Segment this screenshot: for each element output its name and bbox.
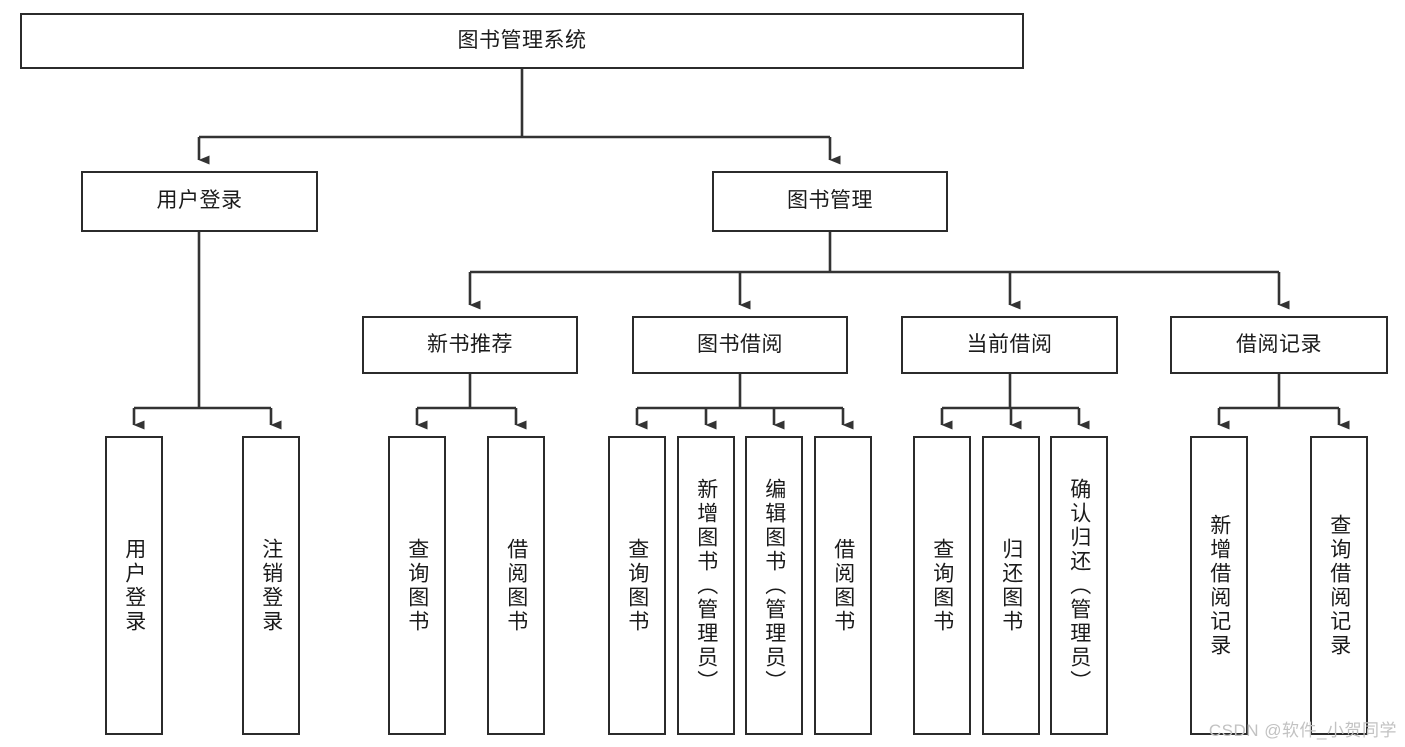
node-leaf-user-login[interactable]: 用户登录 — [105, 436, 163, 735]
node-leaf-add-book-label: 新增图书（管理员） — [694, 477, 718, 694]
node-leaf-borrow-book-label: 借阅图书 — [831, 537, 855, 634]
node-leaf-query-book-cur[interactable]: 查询图书 — [913, 436, 971, 735]
node-current-borrow[interactable]: 当前借阅 — [901, 316, 1118, 374]
csdn-watermark: CSDN @软件_小贺同学 — [1208, 721, 1397, 740]
node-leaf-query-book-cur-label: 查询图书 — [930, 537, 954, 634]
node-leaf-borrow-book-rec-label: 借阅图书 — [504, 537, 528, 634]
node-user-login[interactable]: 用户登录 — [81, 171, 318, 232]
node-book-manage-label: 图书管理 — [787, 189, 873, 213]
node-leaf-query-book-borrow[interactable]: 查询图书 — [608, 436, 666, 735]
node-leaf-query-book-rec[interactable]: 查询图书 — [388, 436, 446, 735]
node-leaf-logout-label: 注销登录 — [259, 537, 283, 634]
node-leaf-add-record[interactable]: 新增借阅记录 — [1190, 436, 1248, 735]
node-leaf-query-record-label: 查询借阅记录 — [1327, 513, 1351, 658]
node-new-book-rec-label: 新书推荐 — [427, 332, 513, 356]
node-leaf-return-book-label: 归还图书 — [999, 537, 1023, 634]
node-leaf-confirm-return[interactable]: 确认归还（管理员） — [1050, 436, 1108, 735]
node-book-manage[interactable]: 图书管理 — [712, 171, 948, 232]
node-root-label: 图书管理系统 — [457, 28, 587, 52]
node-leaf-user-login-label: 用户登录 — [122, 537, 146, 634]
node-borrow-record[interactable]: 借阅记录 — [1170, 316, 1388, 374]
node-leaf-borrow-book-rec[interactable]: 借阅图书 — [487, 436, 545, 735]
node-leaf-edit-book[interactable]: 编辑图书（管理员） — [745, 436, 803, 735]
node-leaf-confirm-return-label: 确认归还（管理员） — [1067, 477, 1091, 694]
node-borrow-record-label: 借阅记录 — [1236, 332, 1322, 356]
node-leaf-query-record[interactable]: 查询借阅记录 — [1310, 436, 1368, 735]
node-leaf-add-book[interactable]: 新增图书（管理员） — [677, 436, 735, 735]
node-book-borrow[interactable]: 图书借阅 — [632, 316, 848, 374]
node-leaf-query-book-rec-label: 查询图书 — [405, 537, 429, 634]
node-leaf-query-book-borrow-label: 查询图书 — [625, 537, 649, 634]
node-user-login-label: 用户登录 — [156, 189, 243, 213]
node-leaf-borrow-book[interactable]: 借阅图书 — [814, 436, 872, 735]
node-leaf-logout[interactable]: 注销登录 — [242, 436, 300, 735]
node-root[interactable]: 图书管理系统 — [20, 13, 1024, 69]
node-current-borrow-label: 当前借阅 — [966, 332, 1053, 356]
node-new-book-rec[interactable]: 新书推荐 — [362, 316, 578, 374]
node-leaf-add-record-label: 新增借阅记录 — [1207, 513, 1231, 658]
node-leaf-return-book[interactable]: 归还图书 — [982, 436, 1040, 735]
node-book-borrow-label: 图书借阅 — [697, 332, 783, 356]
node-leaf-edit-book-label: 编辑图书（管理员） — [762, 477, 786, 694]
